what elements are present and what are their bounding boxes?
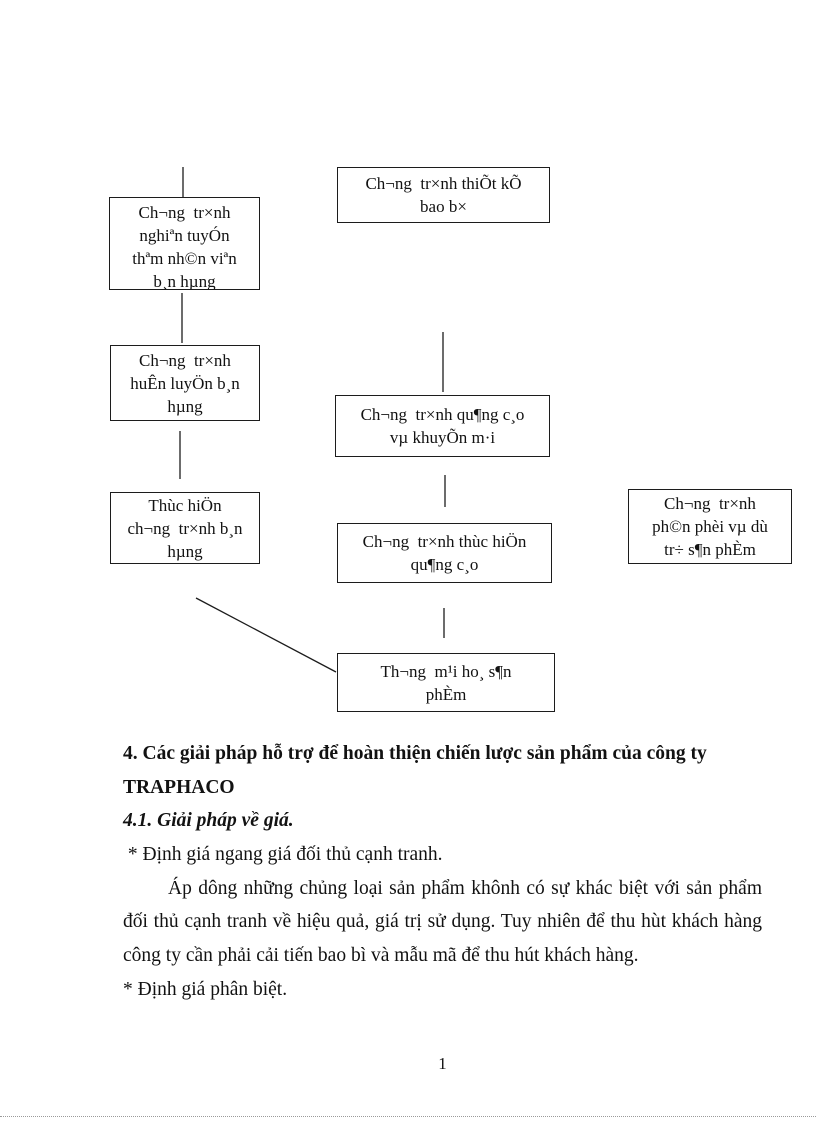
section-heading-line1: 4. Các giải pháp hỗ trợ để hoàn thiện ch… xyxy=(123,743,707,764)
flowchart-box-execute-advertising: Ch¬ng tr×nh thùc hiÖn qu¶ng c¸o xyxy=(337,523,552,583)
flowchart-box-advertising-promotion: Ch¬ng tr×nh qu¶ng c¸o vµ khuyÕn m·i xyxy=(335,395,550,457)
paragraph-line-3: công ty cần phải cải tiến bao bì và mẫu … xyxy=(123,945,639,966)
paragraph-line-1: Áp dông những chủng loại sản phẩm khônh … xyxy=(168,878,762,899)
flowchart-box-commercialize-product: Th¬ng m¹i ho¸ s¶n phÈm xyxy=(337,653,555,712)
scan-edge-artifact xyxy=(0,1116,816,1117)
flowchart-box-sales-training: Ch¬ng tr×nh huÊn luyÖn b¸n hµng xyxy=(110,345,260,421)
bullet-price-matching: * Định giá ngang giá đối thủ cạnh tranh. xyxy=(123,844,443,865)
page-number: 1 xyxy=(438,1054,447,1073)
connector-execute-sales-to-commercialize-diagonal xyxy=(195,597,337,673)
section-heading-line2: TRAPHACO xyxy=(123,777,235,798)
subsection-heading: 4.1. Giải pháp về giá. xyxy=(123,810,294,831)
flowchart-box-packaging-design: Ch¬ng tr×nh thiÕt kÕ bao b× xyxy=(337,167,550,223)
flowchart-box-execute-sales: Thùc hiÖn ch¬ng tr×nh b¸n hµng xyxy=(110,492,260,564)
paragraph-line-2: đối thủ cạnh tranh về hiệu quả, giá trị … xyxy=(123,911,762,932)
bullet-price-discrimination: * Định giá phân biệt. xyxy=(123,979,288,1000)
flowchart-box-distribution-storage: Ch¬ng tr×nh ph©n phèi vµ dù tr÷ s¶n phÈm xyxy=(628,489,792,564)
flowchart-box-recruit-salespeople: Ch¬ng tr×nh nghiªn tuyÓn thªm nh©n viªn … xyxy=(109,197,260,290)
